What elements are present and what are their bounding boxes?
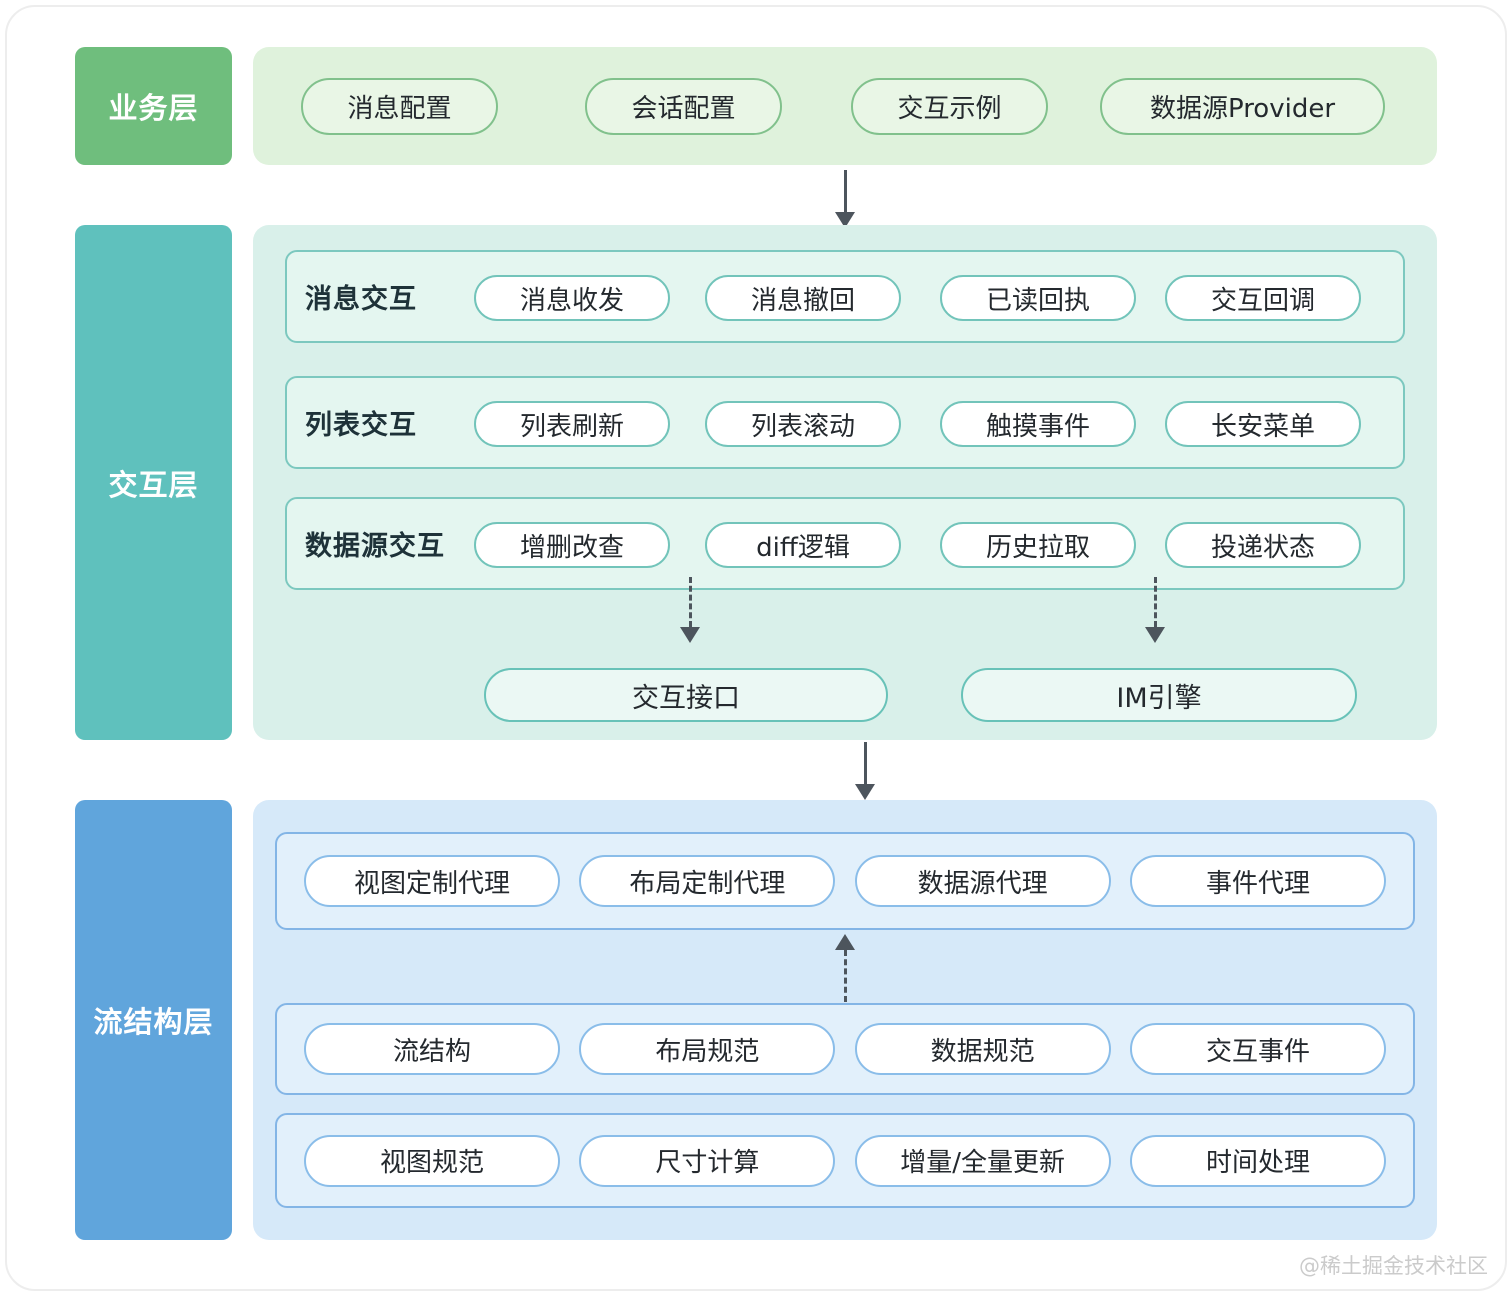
node-incremental-full-update: 增量/全量更新 — [854, 1134, 1111, 1187]
dashed-arrow-specs-to-proxies — [835, 934, 855, 1002]
node-size-calculation: 尺寸计算 — [579, 1134, 836, 1187]
node-touch-event: 触摸事件 — [940, 401, 1136, 447]
node-interaction-callback: 交互回调 — [1165, 275, 1361, 321]
flow-layer-container: 视图定制代理 布局定制代理 数据源代理 事件代理 流结构 布局规范 数据规范 交… — [253, 800, 1437, 1240]
arrow-interaction-to-flow — [855, 742, 875, 800]
node-long-press-menu: 长安菜单 — [1165, 401, 1361, 447]
node-interaction-interface: 交互接口 — [484, 668, 888, 722]
layer-label-interaction: 交互层 — [75, 225, 232, 740]
node-flow-structure: 流结构 — [304, 1023, 560, 1075]
node-history-pull: 历史拉取 — [940, 522, 1136, 568]
layer-label-flow-structure: 流结构层 — [75, 800, 232, 1240]
interaction-layer-container: 消息交互 消息收发 消息撤回 已读回执 交互回调 列表交互 列表刷新 列表滚动 … — [253, 225, 1437, 740]
node-view-custom-proxy: 视图定制代理 — [304, 855, 560, 907]
group-list-interaction: 列表交互 列表刷新 列表滚动 触摸事件 长安菜单 — [285, 376, 1405, 469]
node-message-config: 消息配置 — [301, 78, 498, 135]
arrow-business-to-interaction — [835, 170, 855, 228]
business-layer-container: 消息配置 会话配置 交互示例 数据源Provider — [253, 47, 1437, 165]
node-layout-custom-proxy: 布局定制代理 — [579, 855, 836, 907]
node-list-refresh: 列表刷新 — [474, 401, 670, 447]
group-label-message-interaction: 消息交互 — [305, 284, 417, 315]
dashed-arrow-to-im-engine — [1145, 577, 1165, 643]
group-proxies: 视图定制代理 布局定制代理 数据源代理 事件代理 — [275, 832, 1415, 930]
arrow-head-up-icon — [835, 934, 855, 950]
arrow-line — [688, 577, 692, 627]
node-data-spec: 数据规范 — [854, 1023, 1111, 1075]
layer-label-business: 业务层 — [75, 47, 232, 165]
group-message-interaction: 消息交互 消息收发 消息撤回 已读回执 交互回调 — [285, 250, 1405, 343]
node-datasource-provider: 数据源Provider — [1100, 78, 1385, 135]
arrow-head-down-icon — [1145, 627, 1165, 643]
arrow-head-down-icon — [680, 627, 700, 643]
node-msg-recall: 消息撤回 — [705, 275, 901, 321]
node-event-proxy: 事件代理 — [1129, 855, 1386, 907]
group-utilities: 视图规范 尺寸计算 增量/全量更新 时间处理 — [275, 1113, 1415, 1208]
node-list-scroll: 列表滚动 — [705, 401, 901, 447]
arrow-line — [843, 950, 847, 1002]
arrow-line — [1153, 577, 1157, 627]
node-delivery-status: 投递状态 — [1165, 522, 1361, 568]
dashed-arrow-to-interaction-interface — [680, 577, 700, 643]
group-specs: 流结构 布局规范 数据规范 交互事件 — [275, 1003, 1415, 1095]
node-datasource-proxy: 数据源代理 — [854, 855, 1111, 907]
node-time-handling: 时间处理 — [1129, 1134, 1386, 1187]
group-label-datasource-interaction: 数据源交互 — [305, 531, 445, 562]
watermark: @稀土掘金技术社区 — [1299, 1254, 1488, 1278]
arrow-head-down-icon — [855, 784, 875, 800]
card-border — [5, 5, 1507, 1291]
arrow-line — [863, 742, 867, 784]
arrow-line — [843, 170, 847, 212]
group-label-list-interaction: 列表交互 — [305, 410, 417, 441]
node-diff-logic: diff逻辑 — [705, 522, 901, 568]
node-interaction-example: 交互示例 — [851, 78, 1048, 135]
group-datasource-interaction: 数据源交互 增删改查 diff逻辑 历史拉取 投递状态 — [285, 497, 1405, 590]
arrow-head-down-icon — [835, 212, 855, 228]
node-layout-spec: 布局规范 — [579, 1023, 836, 1075]
node-view-spec: 视图规范 — [304, 1134, 560, 1187]
node-msg-send-receive: 消息收发 — [474, 275, 670, 321]
node-session-config: 会话配置 — [585, 78, 782, 135]
node-im-engine: IM引擎 — [961, 668, 1357, 722]
node-read-receipt: 已读回执 — [940, 275, 1136, 321]
node-crud: 增删改查 — [474, 522, 670, 568]
node-interaction-event: 交互事件 — [1129, 1023, 1386, 1075]
